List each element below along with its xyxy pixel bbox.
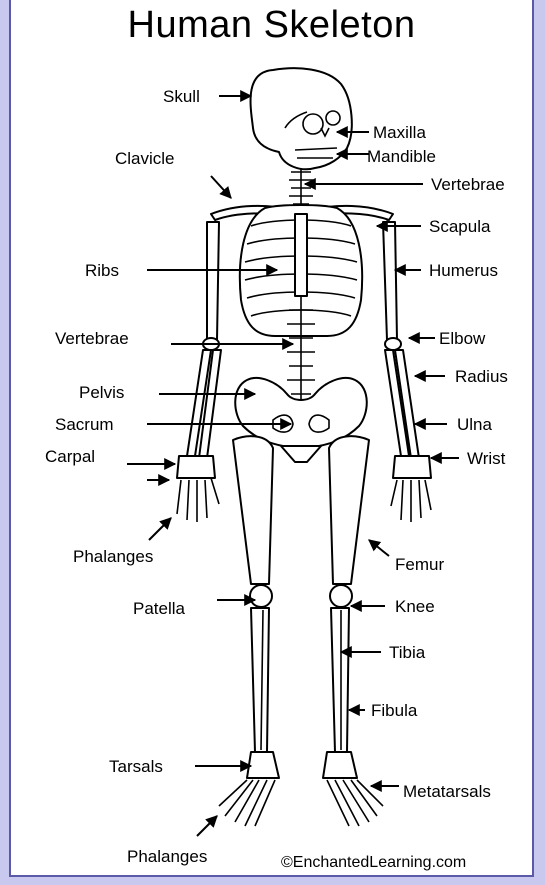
label-knee: Knee [395,597,435,616]
label-maxilla: Maxilla [373,123,426,142]
skull-bone [251,68,352,169]
right-arm [383,222,431,522]
label-femur: Femur [395,555,444,574]
label-metatarsals: Metatarsals [403,782,491,801]
label-scapula: Scapula [429,217,491,236]
label-radius: Radius [455,367,508,386]
label-elbow: Elbow [439,329,486,348]
label-patella: Patella [133,599,186,618]
right-leg [323,436,383,826]
label-carpal: Carpal [45,447,95,466]
label-phalanges-foot: Phalanges [127,847,207,866]
label-tarsals: Tarsals [109,757,163,776]
credit-text: ©EnchantedLearning.com [281,854,466,871]
label-skull: Skull [163,87,200,106]
label-sacrum: Sacrum [55,415,114,434]
cervical-vertebrae [289,168,313,208]
label-tibia: Tibia [389,643,426,662]
label-pelvis: Pelvis [79,383,124,402]
left-arm [177,222,221,522]
label-fibula: Fibula [371,701,418,720]
diagram-frame: Human Skeleton [9,0,534,877]
label-clavicle: Clavicle [115,149,175,168]
label-ulna: Ulna [457,415,493,434]
label-vertebrae-mid: Vertebrae [55,329,129,348]
labels: Skull Maxilla Mandible Clavicle Vertebra… [45,87,508,871]
label-ribs: Ribs [85,261,119,280]
label-phalanges-hand: Phalanges [73,547,153,566]
left-leg [219,436,279,826]
label-wrist: Wrist [467,449,506,468]
label-vertebrae-top: Vertebrae [431,175,505,194]
skeleton-diagram: Skull Maxilla Mandible Clavicle Vertebra… [11,0,534,877]
label-humerus: Humerus [429,261,498,280]
label-mandible: Mandible [367,147,436,166]
